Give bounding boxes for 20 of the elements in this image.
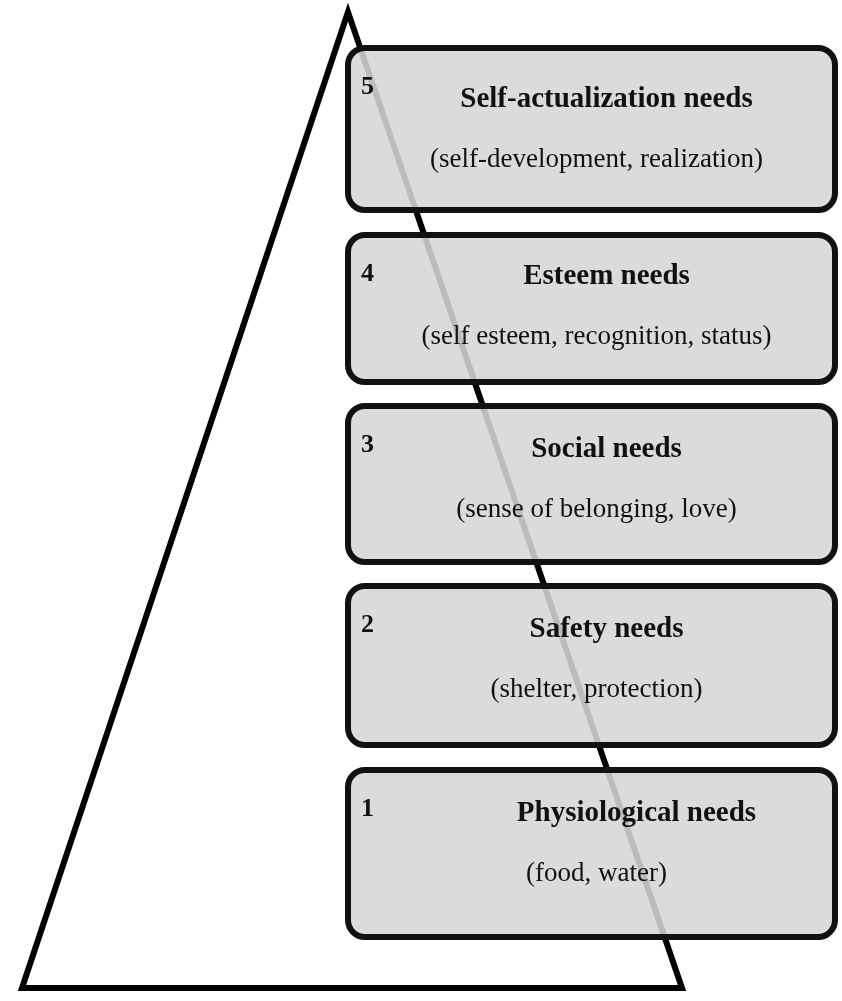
level-examples: (sense of belonging, love) [455,493,738,524]
level-examples: (self-development, realization) [429,143,764,174]
level-number: 4 [361,258,374,288]
need-level-box [345,232,838,385]
level-title: Self-actualization needs [459,81,754,114]
level-examples: (self esteem, recognition, status) [420,320,773,351]
level-examples: (food, water) [525,857,668,888]
level-number: 2 [361,609,374,639]
level-title: Safety needs [528,611,685,644]
level-title: Physiological needs [515,795,758,828]
level-examples: (shelter, protection) [489,673,704,704]
level-title: Esteem needs [522,258,691,291]
need-level-box [345,583,838,748]
level-number: 5 [361,71,374,101]
need-level-box [345,403,838,565]
need-level-box [345,45,838,213]
need-level-box [345,767,838,940]
level-number: 3 [361,429,374,459]
level-number: 1 [361,793,374,823]
level-title: Social needs [530,431,683,464]
